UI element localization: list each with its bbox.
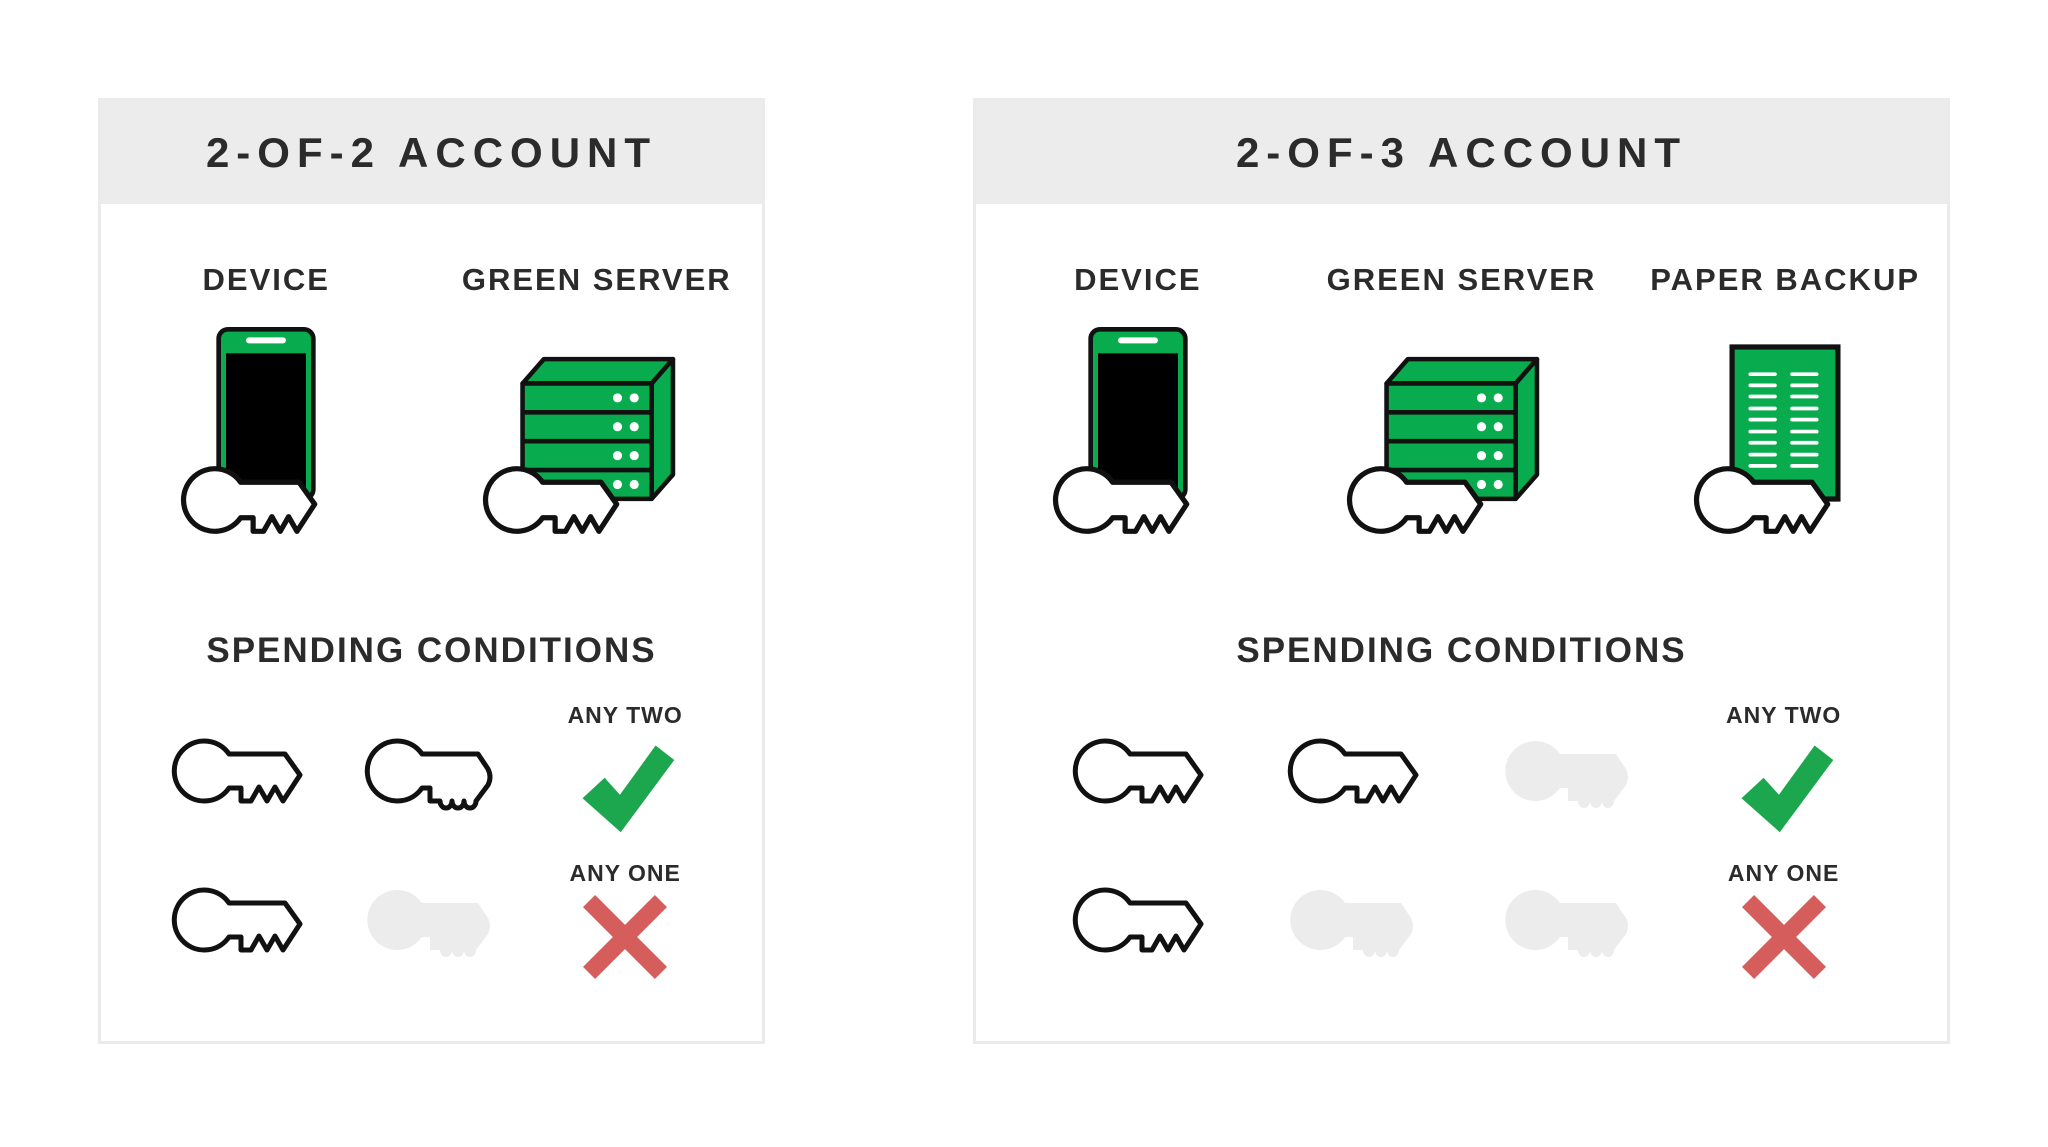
key-icon (1346, 452, 1486, 548)
holder-green-server: GREEN SERVER (432, 260, 763, 544)
condition-row-any-one: ANY ONE (101, 853, 762, 986)
result-label: ANY ONE (1727, 860, 1840, 886)
spending-conditions-title: SPENDING CONDITIONS (1236, 631, 1687, 670)
key-icon (482, 452, 622, 548)
key-holders-row: DEVICE GREEN SERVER PAPE (976, 260, 1947, 544)
condition-row-any-one: ANY ONE (976, 853, 1947, 986)
key-icon (364, 725, 498, 817)
condition-row-any-two: ANY TWO (976, 702, 1947, 839)
key-holders-row: DEVICE GREEN SERVER (101, 260, 762, 544)
key-icon (1287, 725, 1421, 817)
cross-icon (583, 895, 667, 979)
key-icon (1693, 452, 1833, 548)
key-icon (1502, 725, 1636, 817)
spending-conditions-title: SPENDING CONDITIONS (206, 631, 657, 670)
card-title: 2-OF-3 ACCOUNT (976, 101, 1947, 204)
key-icon (364, 874, 498, 966)
holder-green-server: GREEN SERVER (1300, 260, 1624, 544)
spending-conditions: ANY TWO ANY ONE (101, 702, 762, 986)
holder-label: GREEN SERVER (1326, 262, 1597, 297)
check-icon (574, 737, 676, 839)
holder-device: DEVICE (101, 260, 432, 544)
condition-result: ANY TWO (568, 702, 683, 839)
condition-result: ANY ONE (569, 860, 680, 979)
spending-conditions: ANY TWO ANY ONE (976, 702, 1947, 986)
account-card-2of3: 2-OF-3 ACCOUNT DEVICE GREEN SERVER (973, 98, 1950, 1044)
check-icon (1733, 737, 1835, 839)
condition-row-any-two: ANY TWO (101, 702, 762, 839)
result-label: ANY TWO (1726, 702, 1842, 728)
holder-device: DEVICE (976, 260, 1300, 544)
key-icon (171, 874, 305, 966)
card-title: 2-OF-2 ACCOUNT (101, 101, 762, 204)
cross-icon (1742, 895, 1826, 979)
key-icon (1052, 452, 1192, 548)
holder-label: DEVICE (202, 262, 330, 297)
account-card-2of2: 2-OF-2 ACCOUNT DEVICE GREEN SERVER (98, 98, 765, 1044)
key-icon (1072, 725, 1206, 817)
condition-result: ANY ONE (1728, 860, 1839, 979)
key-icon (1072, 874, 1206, 966)
key-icon (180, 452, 320, 548)
key-icon (1502, 874, 1636, 966)
result-label: ANY ONE (569, 860, 681, 886)
holder-label: GREEN SERVER (461, 262, 732, 297)
holder-label: PAPER BACKUP (1650, 262, 1921, 297)
key-icon (1287, 874, 1421, 966)
condition-result: ANY TWO (1726, 702, 1841, 839)
holder-paper-backup: PAPER BACKUP (1623, 260, 1947, 544)
result-label: ANY TWO (567, 702, 683, 728)
key-icon (171, 725, 305, 817)
holder-label: DEVICE (1074, 262, 1202, 297)
